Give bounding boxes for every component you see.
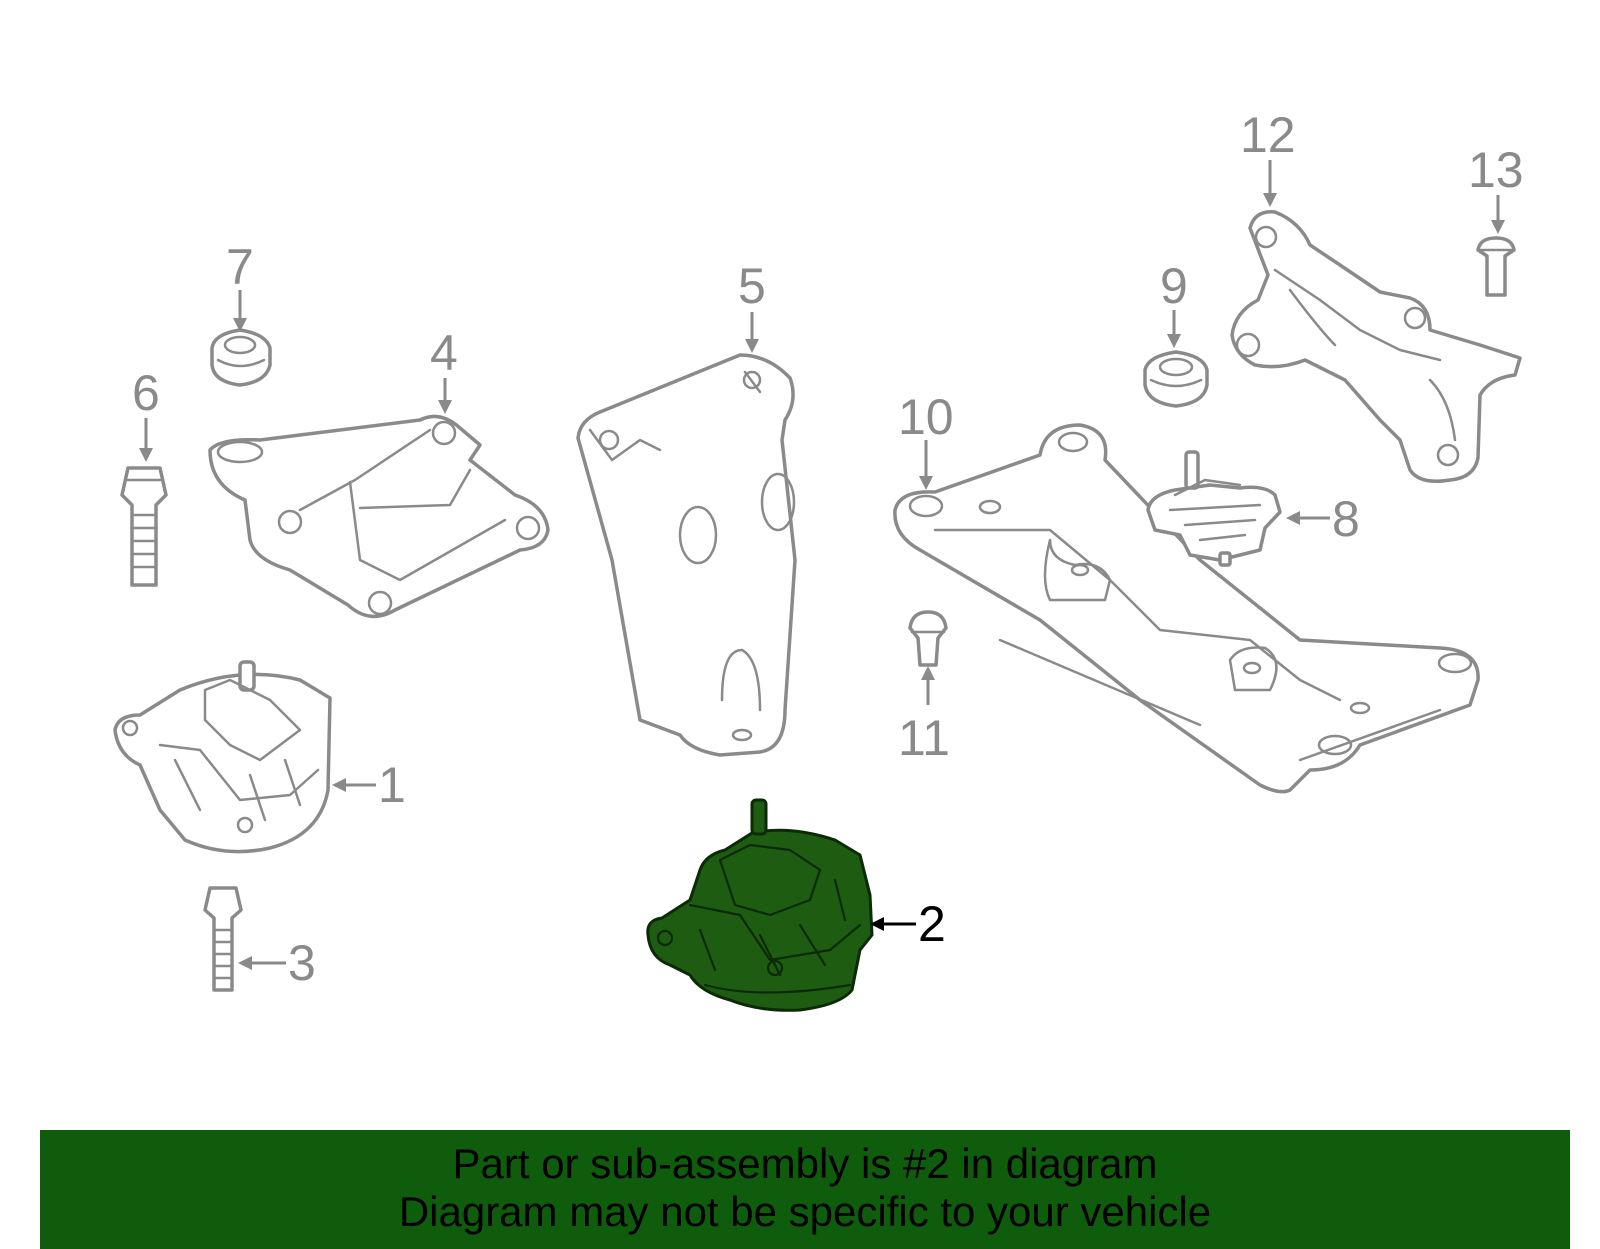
callout-7: 7 <box>226 239 254 295</box>
part-11-bolt[interactable] <box>908 610 948 667</box>
callout-arrows <box>139 160 1505 970</box>
part-8-mount[interactable] <box>1146 450 1282 567</box>
callout-2: 2 <box>918 896 946 952</box>
callout-labels: 7 6 4 5 1 3 10 11 9 12 13 8 2 <box>132 107 1524 991</box>
part-12-bracket[interactable] <box>1230 210 1522 483</box>
part-13-bolt[interactable] <box>1476 236 1516 297</box>
callout-13: 13 <box>1468 142 1524 198</box>
part-2-engine-mount-highlighted[interactable] <box>646 798 874 1012</box>
part-7-nut[interactable] <box>210 328 272 387</box>
part-9-nut[interactable] <box>1143 350 1209 408</box>
info-banner: Part or sub-assembly is #2 in diagram Di… <box>40 1130 1570 1249</box>
callout-9: 9 <box>1160 258 1188 314</box>
callout-4: 4 <box>430 325 458 381</box>
callout-5: 5 <box>738 258 766 314</box>
part-10-crossmember[interactable] <box>893 423 1480 794</box>
part-4-bracket[interactable] <box>208 414 550 619</box>
callout-12: 12 <box>1240 107 1296 163</box>
parts-diagram: 7 6 4 5 1 3 10 11 9 12 13 8 2 <box>113 107 1524 1012</box>
callout-8: 8 <box>1332 491 1360 547</box>
callout-6: 6 <box>132 365 160 421</box>
part-1-engine-mount[interactable] <box>113 660 332 854</box>
callout-1: 1 <box>378 757 406 813</box>
callout-10: 10 <box>898 389 954 445</box>
info-banner-line-1: Part or sub-assembly is #2 in diagram <box>452 1140 1158 1187</box>
info-banner-line-2: Diagram may not be specific to your vehi… <box>398 1188 1212 1235</box>
callout-3: 3 <box>288 935 316 991</box>
part-6-bolt[interactable] <box>120 466 168 587</box>
callout-11: 11 <box>898 710 950 766</box>
part-5-bracket[interactable] <box>576 353 797 757</box>
part-3-bolt[interactable] <box>203 886 243 992</box>
